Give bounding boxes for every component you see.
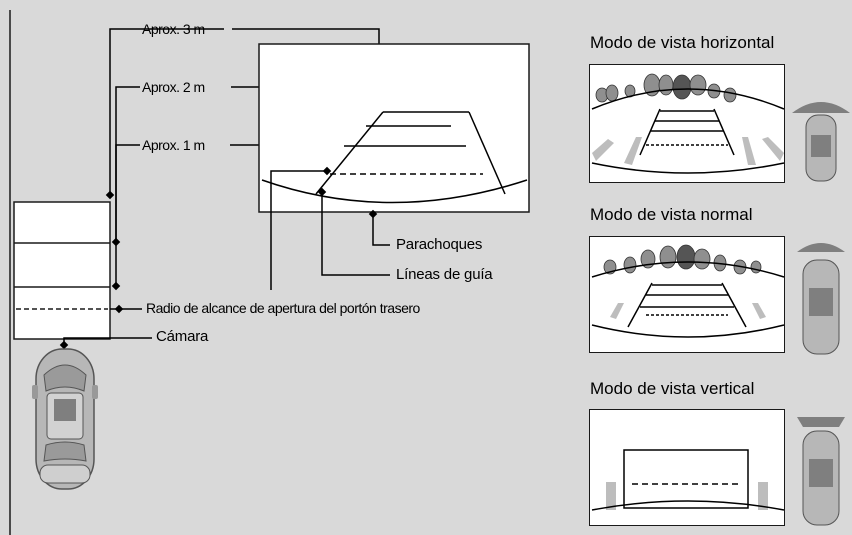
horizontal-view-panel <box>589 64 785 183</box>
wide-camera-view-icon <box>790 93 852 188</box>
label-aprox-1m: Aprox. 1 m <box>142 137 205 153</box>
label-parachoques: Parachoques <box>396 236 483 253</box>
car-top-view-icon <box>30 345 100 498</box>
label-radio-alcance: Radio de alcance de apertura del portón … <box>146 300 420 316</box>
title-normal-mode: Modo de vista normal <box>590 205 753 224</box>
distance-grid <box>13 201 111 340</box>
label-aprox-3m: Aprox. 3 m <box>142 21 205 37</box>
vertical-view-panel <box>589 409 785 526</box>
label-camara: Cámara <box>156 328 209 345</box>
normal-camera-view-icon <box>793 236 849 361</box>
title-vertical-mode: Modo de vista vertical <box>590 379 755 398</box>
normal-view-panel <box>589 236 785 353</box>
title-horizontal-mode: Modo de vista horizontal <box>590 33 775 52</box>
main-camera-screen <box>258 43 530 290</box>
label-lineas-de-guia: Líneas de guía <box>396 266 493 283</box>
narrow-camera-view-icon <box>795 415 847 532</box>
label-aprox-2m: Aprox. 2 m <box>142 79 205 95</box>
